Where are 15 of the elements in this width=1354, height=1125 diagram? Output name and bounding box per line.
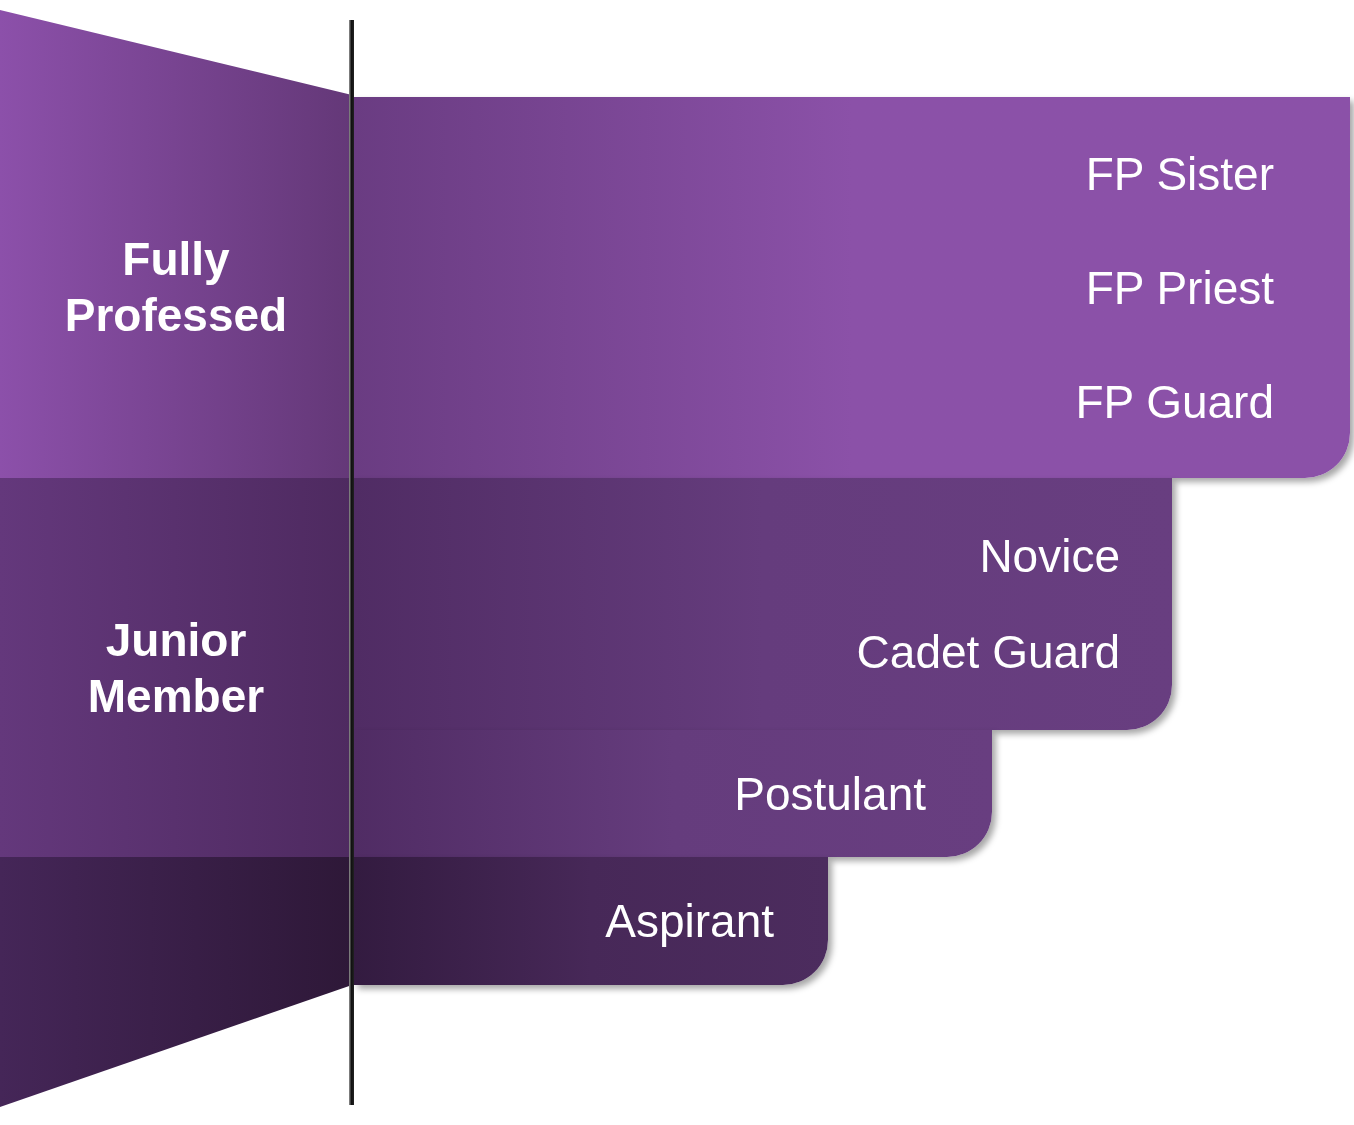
- level-label: Postulant: [734, 766, 926, 822]
- level-bar: [354, 730, 992, 857]
- level-label: Aspirant: [605, 894, 774, 949]
- category-band: [0, 857, 352, 1107]
- level-bar: [354, 97, 1350, 478]
- category-label: Fully Professed: [63, 231, 289, 343]
- level-bar: [354, 857, 828, 985]
- level-label: FP Priest: [1085, 260, 1274, 316]
- level-bar: [354, 478, 1172, 730]
- level-label: Cadet Guard: [856, 625, 1120, 680]
- level-label: FP Guard: [1075, 374, 1274, 430]
- category-label: Junior Member: [86, 612, 266, 724]
- level-label: FP Sister: [1085, 146, 1274, 202]
- category-band: [0, 478, 352, 857]
- level-label: Novice: [979, 529, 1120, 584]
